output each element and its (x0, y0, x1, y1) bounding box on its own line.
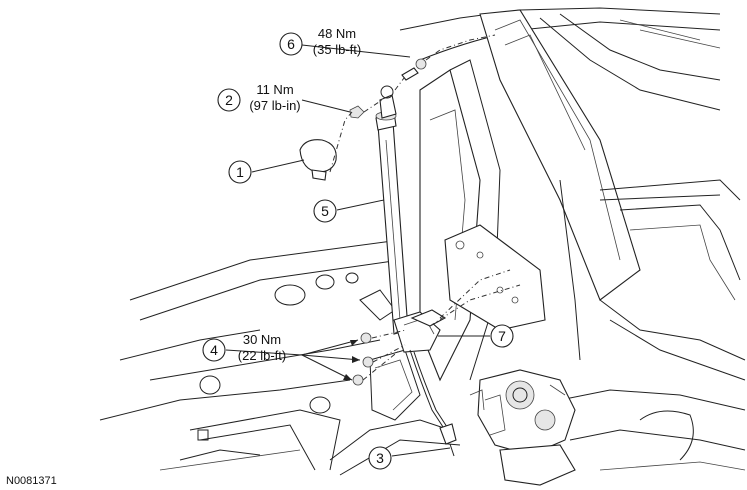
callout-2-number: 2 (225, 92, 233, 108)
leader-lines (225, 44, 490, 457)
callout-4-number: 4 (210, 342, 218, 358)
callout-1-number: 1 (236, 164, 244, 180)
callout-2: 2 11 Nm (97 lb-in) (217, 82, 301, 113)
callout-6: 6 48 Nm (35 lb-ft) (279, 26, 361, 57)
assembly-lines (329, 34, 521, 381)
vehicle-body-lineart (99, 7, 746, 486)
part-7-bracket (410, 309, 447, 327)
figure-id: N0081371 (6, 475, 57, 487)
part-1-cap (299, 139, 337, 181)
callout-6-torque-alt: (35 lb-ft) (313, 42, 361, 57)
callout-4: 4 30 Nm (22 lb-ft) (202, 332, 286, 363)
callout-7-number: 7 (498, 328, 506, 344)
callout-2-torque-alt: (97 lb-in) (249, 98, 300, 113)
parts (299, 58, 457, 457)
callout-7: 7 (490, 324, 514, 348)
callout-3: 3 (368, 446, 392, 470)
part-6-bolt (401, 58, 427, 81)
part-4-bolts (352, 332, 374, 386)
callout-5: 5 (313, 199, 337, 223)
seat-mechanism-lineart (469, 369, 576, 486)
callout-6-torque-nm: 48 Nm (318, 26, 356, 41)
part-3-cable (409, 349, 457, 457)
callout-4-torque-alt: (22 lb-ft) (238, 348, 286, 363)
callout-2-torque-nm: 11 Nm (256, 82, 293, 97)
callout-1: 1 (228, 160, 252, 184)
callout-6-number: 6 (287, 36, 295, 52)
part-2-nut (349, 105, 365, 119)
callout-5-number: 5 (321, 203, 329, 219)
callout-4-torque-nm: 30 Nm (243, 332, 281, 347)
callout-3-number: 3 (376, 450, 384, 466)
